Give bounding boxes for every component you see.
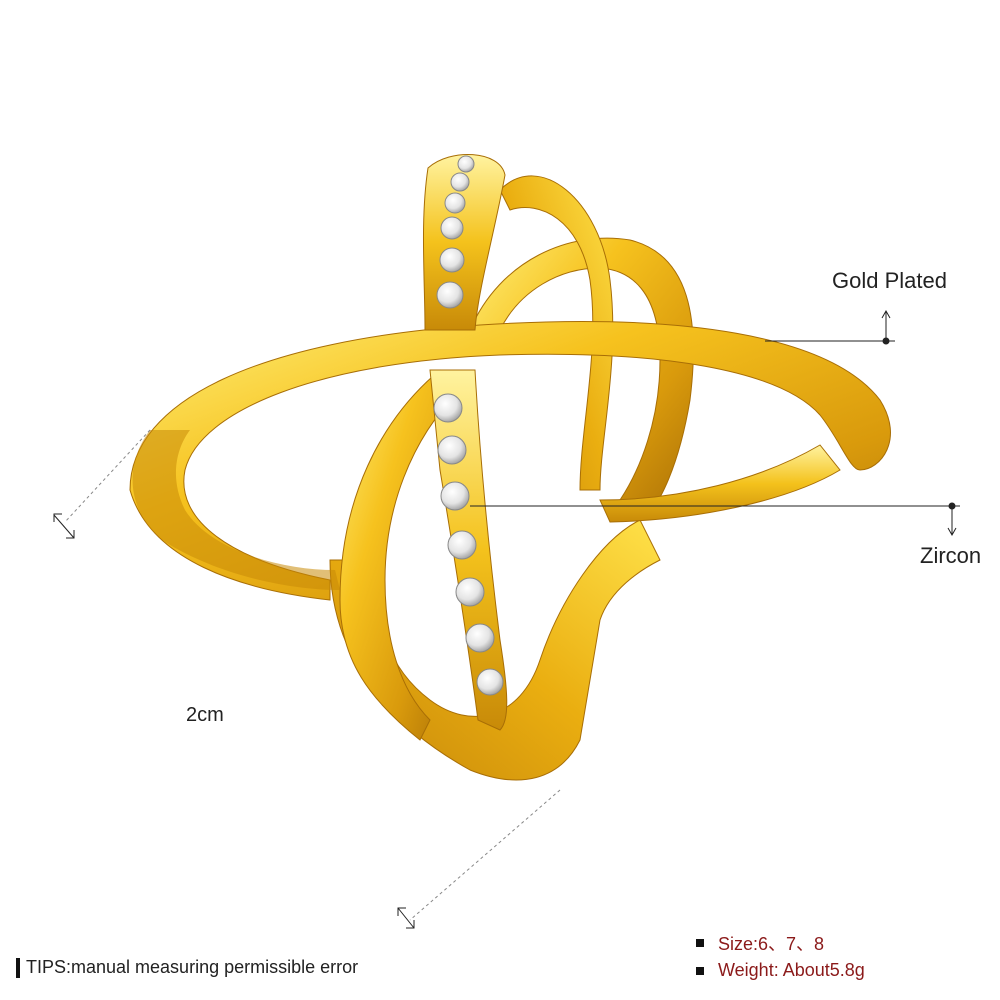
size-scale-label: 2cm [186,704,224,726]
spec-weight: Weight: About5.8g [696,960,865,981]
ring-left-loop [339,369,461,741]
zircon-stones [433,155,504,696]
spec-size: Size:6、7、8 [696,930,824,956]
zircon-band [422,153,508,731]
tips-note: TIPS:manual measuring permissible error [16,957,358,978]
spec-weight-text: Weight: About5.8g [718,960,865,980]
dimension-line-left [53,429,151,539]
tips-bar-icon [16,957,20,978]
ring-horizontal-band [129,321,891,601]
square-bullet-icon [696,966,704,975]
tips-text: TIPS:manual measuring permissible error [26,957,359,977]
gold-plated-label: Gold Plated [832,268,947,293]
spec-size-text: Size:6、7、8 [718,934,825,954]
dimension-line-bottom [397,789,561,929]
square-bullet-icon [696,939,704,947]
zircon-label: Zircon [920,543,982,568]
gold-plated-pointer [765,309,895,345]
zircon-pointer [470,502,960,537]
